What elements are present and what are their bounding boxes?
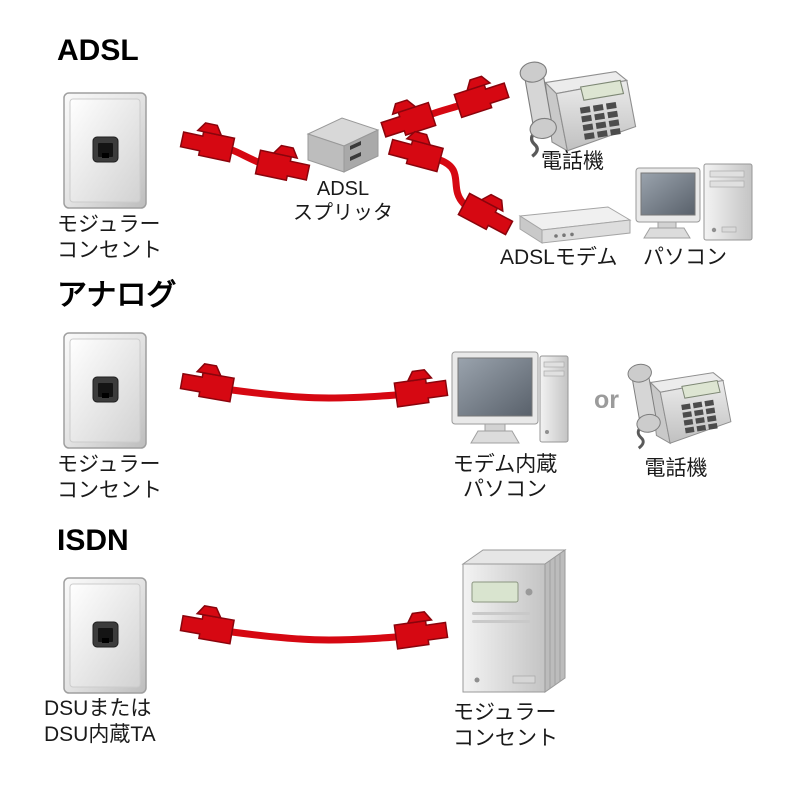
pc-screen xyxy=(457,357,533,417)
pc-icon-analog xyxy=(451,351,569,444)
wall-outlet-icon-analog xyxy=(63,332,147,449)
wall-outlet-icon-isdn xyxy=(63,577,147,694)
phone-icon-analog xyxy=(625,360,733,450)
pc-label-adsl: パソコン xyxy=(643,246,727,269)
section-title-isdn: ISDN xyxy=(57,524,129,557)
section-title-analog: アナログ xyxy=(57,279,177,312)
pc-screen xyxy=(640,172,696,216)
ta-tower-icon xyxy=(461,549,567,693)
rj-plug-icon xyxy=(178,601,237,645)
pc-icon-adsl xyxy=(635,163,753,241)
modem-label: ADSLモデム xyxy=(500,246,618,269)
phone-label-adsl: 電話機 xyxy=(541,150,604,173)
adsl-modem-icon xyxy=(518,206,632,244)
rj-plug-icon xyxy=(178,359,237,403)
dsu-label: DSUまたは DSU内蔵TA xyxy=(44,697,156,746)
cable-splitter-to-modem xyxy=(386,125,520,240)
phone-icon-adsl xyxy=(516,58,638,158)
adsl-splitter-icon xyxy=(306,117,380,173)
device-lcd xyxy=(471,581,519,603)
pc-label-analog: モデム内蔵 パソコン xyxy=(452,453,558,501)
splitter-label: ADSL スプリッタ xyxy=(293,178,393,224)
rj-plug-icon xyxy=(450,69,511,119)
cable-outlet-to-splitter xyxy=(178,118,314,186)
cable-splitter-to-phone xyxy=(376,69,511,142)
rj-plug-icon xyxy=(392,366,449,408)
section-title-adsl: ADSL xyxy=(57,34,139,67)
outlet-label-adsl: モジュラー コンセント xyxy=(57,213,162,262)
rj-plug-icon xyxy=(457,184,520,240)
phone-label-analog: 電話機 xyxy=(644,457,708,480)
rj-plug-icon xyxy=(392,608,449,650)
wall-outlet-icon-adsl xyxy=(63,92,147,209)
rj-plug-icon xyxy=(178,118,238,163)
ta-device-label: モジュラー コンセント xyxy=(453,701,558,750)
or-text: or xyxy=(594,386,619,414)
cable-outlet-to-pc xyxy=(178,359,449,408)
outlet-label-analog: モジュラー コンセント xyxy=(57,453,162,502)
cable-outlet-to-ta xyxy=(178,601,449,650)
